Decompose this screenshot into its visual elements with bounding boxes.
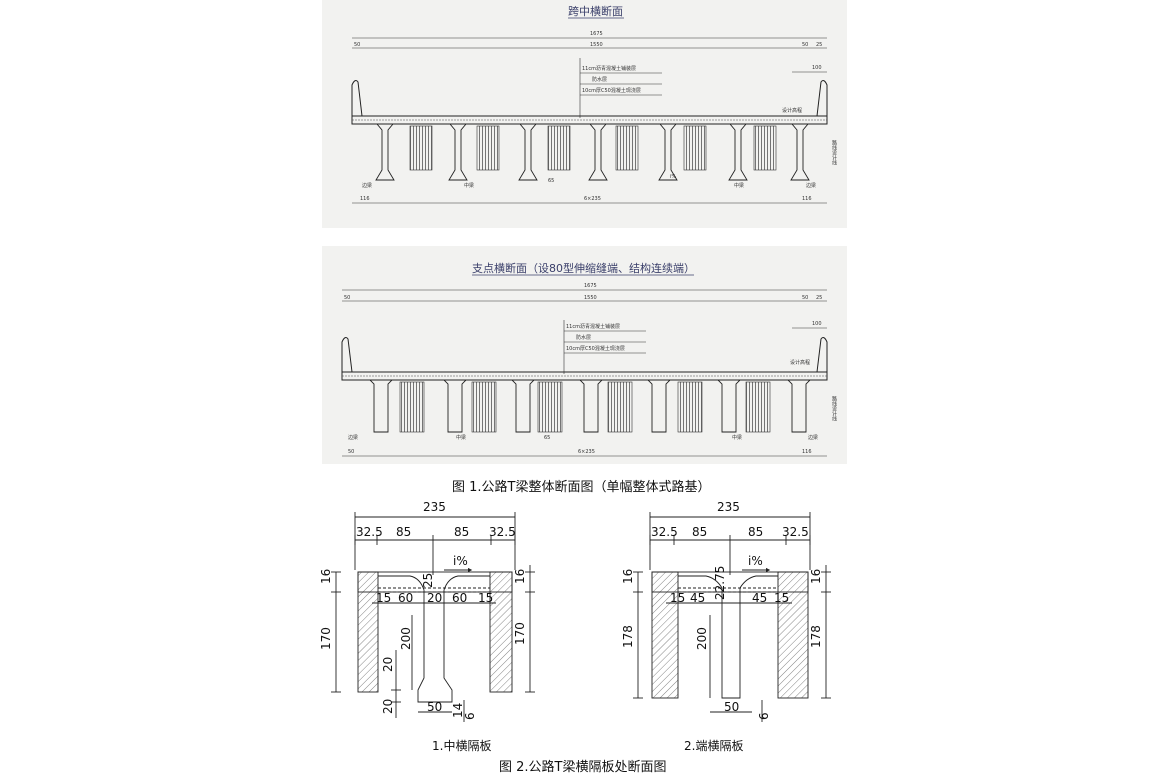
- mid-top-part-1: 32.5: [356, 525, 383, 539]
- mid-left-dim-3: 20: [381, 657, 395, 672]
- end-bottom-width: 50: [724, 700, 739, 714]
- panel1-dim-left: 50: [354, 42, 360, 48]
- end-inner-dim-4: 15: [774, 591, 789, 605]
- mid-left-dim-1: 16: [319, 569, 333, 584]
- panel2-dim-left: 50: [344, 295, 350, 301]
- panel1-small-dim-2: i%: [670, 174, 676, 180]
- end-top-part-3: 85: [748, 525, 763, 539]
- end-top-total: 235: [717, 500, 740, 514]
- mid-right-dim-2: 170: [513, 622, 527, 645]
- mid-bottom-width: 50: [427, 700, 442, 714]
- panel2-dim-top-right: 100: [812, 321, 822, 327]
- panel1-right-label: 设计高程: [782, 107, 802, 114]
- mid-inner-dim-1: 15: [376, 591, 391, 605]
- panel2-dim-right-a: 50: [802, 295, 808, 301]
- end-inner-dim-3: 45: [752, 591, 767, 605]
- mid-top-total: 235: [423, 500, 446, 514]
- panel2-small-dim-1: 65: [544, 435, 550, 441]
- panel2-dim-total: 1675: [584, 283, 597, 289]
- end-right-dim-1: 16: [809, 569, 823, 584]
- mid-left-dim-2: 170: [319, 627, 333, 650]
- end-slope: i%: [748, 554, 763, 568]
- panel1-dim-bottom-mid: 6×235: [584, 196, 601, 202]
- panel2-layer-1: 11cm沥青混凝土铺装层: [566, 323, 620, 330]
- mid-top-part-4: 32.5: [489, 525, 516, 539]
- panel2-bottom-label-3: 中梁: [732, 434, 742, 441]
- mid-diaphragm-section: [331, 512, 535, 722]
- support-section-drawing: 支点横断面（设80型伸缩缝端、结构连续端） 1675 50 1550 50 25…: [341, 261, 837, 457]
- panel1-small-dim-1: 65: [548, 178, 554, 184]
- mid-inner-dim-5: 15: [478, 591, 493, 605]
- end-right-dim-2: 178: [809, 625, 823, 648]
- panel2-dim-bottom-left: 50: [348, 449, 354, 455]
- figure2-caption: 图 2.公路T梁横隔板处断面图: [499, 760, 667, 775]
- end-diaphragm-caption: 2.端横隔板: [684, 739, 744, 753]
- panel1-bottom-label-3: 中梁: [734, 182, 744, 189]
- end-flange: 22.75: [713, 566, 727, 600]
- panel2-side-label: 路线设计线: [831, 395, 837, 421]
- end-bottom-small-1: 6: [757, 712, 771, 720]
- end-diaphragm-labels: 235 32.5 85 85 32.5 i% 16 178 16 178 15 …: [621, 500, 823, 720]
- panel1-bottom-label-4: 边梁: [806, 182, 816, 189]
- panel2-bottom-label-2: 中梁: [456, 434, 466, 441]
- panel2-layer-3: 10cm厚C50混凝土现浇层: [566, 345, 625, 352]
- panel2-right-label: 设计高程: [790, 359, 810, 366]
- panel1-dim-bottom-right: 116: [802, 196, 812, 202]
- end-top-part-4: 32.5: [782, 525, 809, 539]
- end-diaphragm-section: [633, 512, 831, 722]
- mid-bottom-small-2: 6: [463, 712, 477, 720]
- panel1-layer-1: 11cm沥青混凝土铺装层: [582, 65, 636, 72]
- mid-diaphragm-labels: 235 32.5 85 85 32.5 i% 16 170 20 20 16 1…: [319, 500, 527, 720]
- mid-diaphragm-caption: 1.中横隔板: [432, 739, 492, 753]
- panel2-dim-right-b: 25: [816, 295, 822, 301]
- end-left-dim-2: 178: [621, 625, 635, 648]
- panel1-layer-2: 防水层: [592, 76, 607, 83]
- mid-left-dim-4: 20: [381, 699, 395, 714]
- panel2-bottom-label-1: 边梁: [348, 434, 358, 441]
- mid-inner-dim-3: 20: [427, 591, 442, 605]
- panel1-dim-right-a: 50: [802, 42, 808, 48]
- end-left-dim-1: 16: [621, 569, 635, 584]
- panel1-dim-right-b: 25: [816, 42, 822, 48]
- end-top-part-1: 32.5: [651, 525, 678, 539]
- end-inner-dim-1: 15: [670, 591, 685, 605]
- panel1-dim-total: 1675: [590, 31, 603, 37]
- panel1-side-label: 路线设计线: [831, 139, 837, 165]
- mid-right-dim-1: 16: [513, 569, 527, 584]
- panel1-bottom-label-2: 中梁: [464, 182, 474, 189]
- panel1-title: 跨中横断面: [568, 4, 623, 18]
- end-top-part-2: 85: [692, 525, 707, 539]
- mid-inner-dim-2: 60: [398, 591, 413, 605]
- panel2-bottom-label-4: 边梁: [808, 434, 818, 441]
- mid-web-height: 200: [399, 627, 413, 650]
- panel2-dim-inner: 1550: [584, 295, 597, 301]
- mid-top-part-2: 85: [396, 525, 411, 539]
- mid-top-part-3: 85: [454, 525, 469, 539]
- panel2-title: 支点横断面（设80型伸缩缝端、结构连续端）: [472, 261, 695, 275]
- end-web-height: 200: [695, 627, 709, 650]
- panel1-dim-top-right: 100: [812, 65, 822, 71]
- panel2-dim-bottom-mid: 6×235: [578, 449, 595, 455]
- mid-bottom-small-1: 14: [451, 703, 465, 718]
- scan-support-section: 支点横断面（设80型伸缩缝端、结构连续端） 1675 50 1550 50 25…: [322, 246, 847, 464]
- panel2-layer-2: 防水层: [576, 334, 591, 341]
- panel1-dim-inner: 1550: [590, 42, 603, 48]
- panel1-dim-bottom-left: 116: [360, 196, 370, 202]
- mid-slope: i%: [453, 554, 468, 568]
- panel1-bottom-label-1: 边梁: [362, 182, 372, 189]
- mid-flange: 25: [421, 573, 435, 588]
- figure1-caption: 图 1.公路T梁整体断面图（单幅整体式路基）: [452, 480, 711, 495]
- panel1-layer-3: 10cm厚C50混凝土现浇层: [582, 87, 641, 94]
- panel2-dim-bottom-right: 116: [802, 449, 812, 455]
- scan-midspan-section: 跨中横断面 1675 50 1550 50 25 100 11cm沥青混凝土铺装…: [322, 0, 847, 228]
- midspan-section-drawing: 跨中横断面 1675 50 1550 50 25 100 11cm沥青混凝土铺装…: [351, 4, 837, 204]
- end-inner-dim-2: 45: [690, 591, 705, 605]
- mid-inner-dim-4: 60: [452, 591, 467, 605]
